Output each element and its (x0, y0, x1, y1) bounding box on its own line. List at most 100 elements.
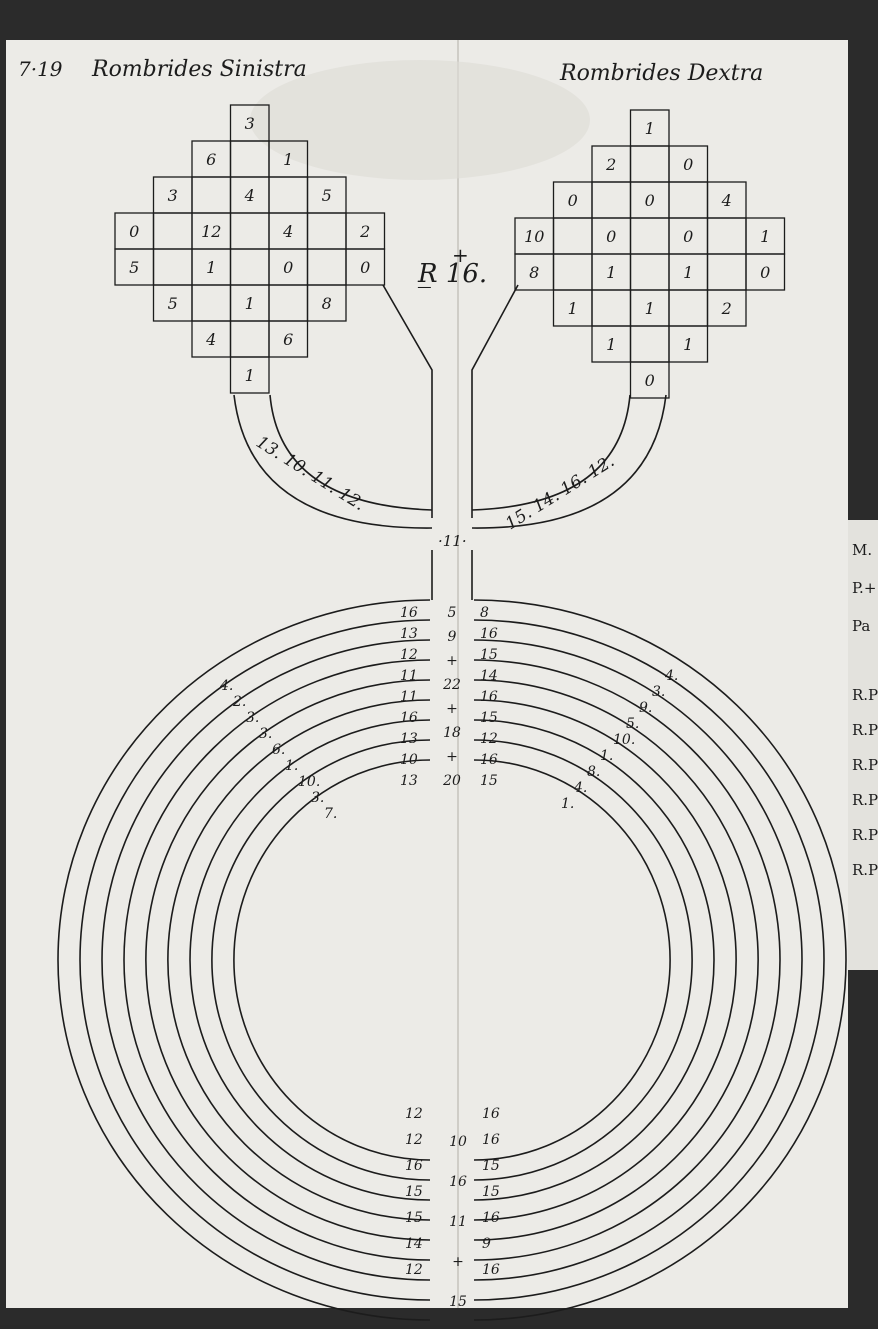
grid-cell-value: 4 (244, 186, 255, 205)
ring-bottom-right-label: 16 (482, 1262, 500, 1278)
ring-right (473, 759, 671, 1161)
page-number: 7·19 (18, 57, 63, 81)
ring-arc-left-label: 2. (232, 694, 246, 710)
grid-cell-value: 0 (645, 371, 655, 390)
margin-fragment: P.+ (852, 579, 876, 597)
cross-mark: + (452, 243, 469, 267)
grid-cell (306, 284, 347, 322)
ring-bottom-left-label: 12 (405, 1106, 423, 1122)
grid-cell-value: 2 (721, 299, 732, 318)
ring-center-label: + (446, 701, 458, 717)
grid-cell-value: 6 (283, 330, 293, 349)
grid-cell-value: 1 (606, 263, 616, 282)
grid-cell (345, 248, 386, 286)
ring-bottom-center-label: + (452, 1254, 464, 1270)
grid-cell-value: 1 (245, 294, 255, 313)
ring-arc-right-label: 4. (573, 780, 587, 796)
grid-cell-value: 1 (206, 258, 216, 277)
grid-cell-value: 5 (168, 294, 178, 313)
ring-bottom-right-label: 16 (482, 1106, 500, 1122)
ring-bottom-left-label: 14 (405, 1236, 423, 1252)
grid-cell (629, 361, 670, 399)
ring-top-left-label: 11 (400, 689, 418, 705)
ring-right (473, 739, 693, 1181)
right-arm-outer (471, 394, 667, 529)
ring-bottom-right-label: 16 (482, 1132, 500, 1148)
ring-left (211, 739, 431, 1181)
ring-top-left-label: 13 (400, 731, 418, 747)
grid-cell-value: 4 (205, 330, 216, 349)
grid-cell-value: 2 (359, 222, 370, 241)
ring-center-label: + (446, 749, 458, 765)
margin-fragment: R.P (852, 826, 878, 844)
grid-cell-value: 0 (760, 263, 770, 282)
ring-right (473, 599, 847, 1321)
ring-center-label: + (446, 653, 458, 669)
ring-center-label: 9 (448, 629, 457, 645)
ring-center-label: 20 (442, 773, 461, 789)
ring-arc-right-label: 3. (652, 684, 665, 700)
grid-cell-value: 1 (645, 299, 655, 318)
ring-top-left-label: 13 (400, 626, 418, 642)
ring-center-label: 22 (442, 677, 461, 693)
grid-cell (668, 325, 709, 363)
margin-fragment: M. (852, 541, 872, 559)
ring-left (189, 719, 431, 1201)
ring-right (473, 619, 825, 1301)
grid-cell-value: 4 (721, 191, 732, 210)
ring-top-left-label: 13 (400, 773, 418, 789)
ring-right (473, 699, 737, 1221)
margin-fragment: R.P (852, 861, 878, 879)
grid-cell-value: 1 (683, 263, 693, 282)
stain (250, 60, 590, 180)
ring-bottom-right-label: 9 (482, 1236, 491, 1252)
ring-bottom-center-label: 15 (449, 1294, 467, 1310)
ring-arc-left-label: 4. (219, 678, 233, 694)
grid-cell-value: 0 (606, 227, 616, 246)
grid-cell-value: 1 (283, 150, 293, 169)
grid-cell-value: 3 (245, 114, 255, 133)
ring-arc-right-label: 1. (561, 796, 574, 812)
ring-top-left-label: 12 (400, 647, 418, 663)
grid-cell (745, 253, 786, 291)
ring-top-right-label: 16 (480, 752, 498, 768)
margin-fragment: R.P (852, 686, 878, 704)
grid-cell-value: 0 (283, 258, 293, 277)
ring-arc-right-label: 5. (626, 716, 639, 732)
right-title: Rombrides Dextra (559, 61, 763, 86)
ring-center-label: 18 (443, 725, 461, 741)
ring-arc-right-label: 8. (587, 764, 600, 780)
ring-top-right-label: 15 (480, 710, 498, 726)
ring-bottom-right-label: 15 (482, 1184, 500, 1200)
ring-top-right-label: 16 (480, 626, 498, 642)
grid-cell-value: 4 (282, 222, 293, 241)
ring-bottom-center-label: 10 (449, 1134, 467, 1150)
grid-cell-value: 3 (168, 186, 178, 205)
ring-top-right-label: 15 (480, 647, 498, 663)
grid-cell (229, 356, 270, 394)
grid-cell-value: 12 (201, 222, 221, 241)
grid-cell-value: 8 (322, 294, 332, 313)
grid-cell-value: 6 (206, 150, 216, 169)
ring-right (473, 639, 803, 1281)
ring-left (145, 679, 431, 1241)
ring-arc-left-label: 1. (285, 758, 298, 774)
ring-left (101, 639, 431, 1281)
margin-fragment: R.P (852, 791, 878, 809)
ring-top-left-label: 10 (400, 752, 418, 768)
ring-bottom-left-label: 12 (405, 1262, 423, 1278)
grid-cell-value: 1 (568, 299, 578, 318)
left-arm-outer (233, 394, 433, 529)
margin-fragments: M.P.+PaR.PR.PR.PR.PR.PR.P (852, 541, 878, 879)
grid-cell-value: 0 (645, 191, 655, 210)
grid-cell-value: 2 (605, 155, 616, 174)
junction-label: ·11· (438, 532, 467, 550)
grid-cell-value: 0 (129, 222, 139, 241)
grid-cell-value: 8 (529, 263, 539, 282)
ring-arc-right-label: 4. (664, 668, 678, 684)
ring-arc-left-label: 7. (324, 806, 337, 822)
